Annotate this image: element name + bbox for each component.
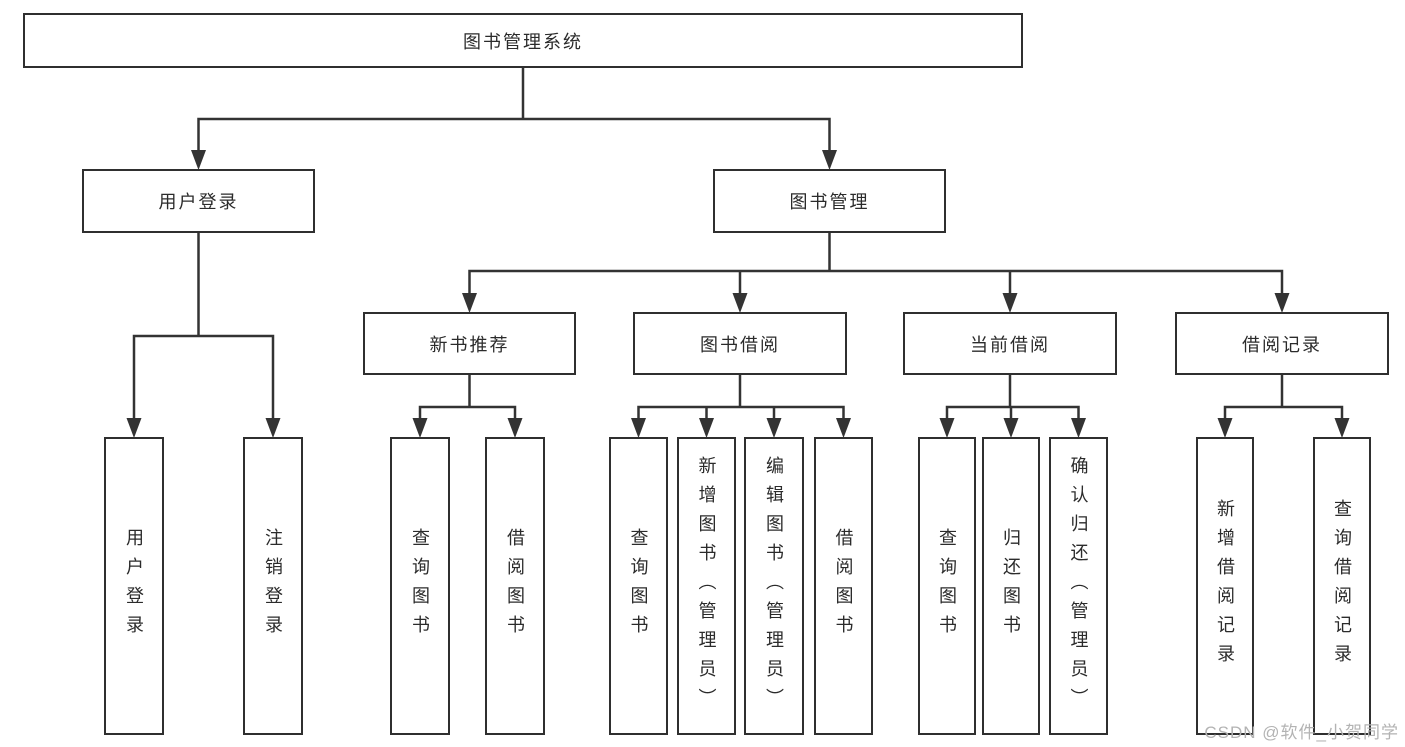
edge-book-borrowing — [631, 371, 851, 438]
arrowhead-book-management — [822, 150, 837, 170]
arrowhead-leaf-add-book — [699, 418, 714, 438]
arrowhead-leaf-return-book — [1003, 418, 1019, 438]
node-label-leaf-add-borrow-record: 新增借阅记录 — [1215, 499, 1235, 673]
arrowhead-user-login — [191, 150, 206, 170]
edge-root — [191, 64, 837, 170]
node-leaf-confirm-return: 确认归还（管理员） — [1049, 437, 1108, 735]
arrowhead-book-borrowing — [732, 293, 748, 313]
node-leaf-logout: 注销登录 — [243, 437, 303, 735]
node-label-leaf-edit-book: 编辑图书（管理员） — [764, 455, 784, 717]
node-label-leaf-add-book: 新增图书（管理员） — [696, 455, 717, 717]
node-leaf-add-borrow-record: 新增借阅记录 — [1196, 437, 1254, 735]
node-label-leaf-borrow-book-1: 借阅图书 — [505, 528, 525, 644]
arrowhead-borrowing-records — [1274, 293, 1290, 313]
node-label-leaf-query-book-2: 查询图书 — [628, 528, 649, 644]
node-user-login: 用户登录 — [82, 169, 315, 233]
arrowhead-leaf-query-book-2 — [631, 418, 646, 438]
edge-current-borrowing — [939, 371, 1086, 438]
node-new-book-recommend: 新书推荐 — [363, 312, 576, 375]
arrowhead-leaf-user-login — [126, 418, 142, 438]
arrowhead-current-borrowing — [1002, 293, 1018, 313]
node-label-leaf-user-login: 用户登录 — [124, 528, 144, 644]
node-leaf-edit-book: 编辑图书（管理员） — [744, 437, 804, 735]
node-leaf-borrow-book-1: 借阅图书 — [485, 437, 545, 735]
arrowhead-new-book-recommend — [462, 293, 477, 313]
node-label-book-borrowing: 图书借阅 — [700, 334, 780, 355]
node-label-borrowing-records: 借阅记录 — [1242, 334, 1322, 355]
node-book-management: 图书管理 — [713, 169, 946, 233]
node-label-leaf-return-book: 归还图书 — [1001, 528, 1021, 644]
watermark: CSDN @软件_小贺同学 — [1204, 723, 1399, 742]
node-label-leaf-logout: 注销登录 — [263, 528, 283, 644]
node-leaf-query-book-3: 查询图书 — [918, 437, 976, 735]
node-label-leaf-query-borrow-record: 查询借阅记录 — [1332, 499, 1352, 673]
edge-book-management — [462, 229, 1290, 313]
node-label-new-book-recommend: 新书推荐 — [429, 334, 510, 355]
arrowhead-leaf-query-book-1 — [412, 418, 428, 438]
node-leaf-query-book-2: 查询图书 — [609, 437, 668, 735]
node-leaf-borrow-book-2: 借阅图书 — [814, 437, 873, 735]
node-leaf-return-book: 归还图书 — [982, 437, 1040, 735]
arrowhead-leaf-logout — [265, 418, 281, 438]
node-label-leaf-confirm-return: 确认归还（管理员） — [1068, 455, 1089, 717]
node-label-user-login: 用户登录 — [158, 192, 239, 212]
node-label-leaf-query-book-1: 查询图书 — [410, 528, 430, 644]
arrowhead-leaf-query-borrow-record — [1334, 418, 1350, 438]
node-label-leaf-query-book-3: 查询图书 — [937, 528, 957, 644]
node-leaf-user-login: 用户登录 — [104, 437, 164, 735]
edge-borrowing-records — [1217, 371, 1350, 438]
arrowhead-leaf-add-borrow-record — [1217, 418, 1233, 438]
arrowhead-leaf-borrow-book-2 — [836, 418, 851, 438]
node-label-root: 图书管理系统 — [463, 31, 583, 52]
edge-new-book-recommend — [412, 371, 523, 438]
node-label-leaf-borrow-book-2: 借阅图书 — [833, 528, 854, 644]
node-leaf-query-borrow-record: 查询借阅记录 — [1313, 437, 1371, 735]
edge-user-login — [126, 229, 281, 438]
node-leaf-query-book-1: 查询图书 — [390, 437, 450, 735]
node-borrowing-records: 借阅记录 — [1175, 312, 1389, 375]
arrowhead-leaf-edit-book — [766, 418, 782, 438]
node-current-borrowing: 当前借阅 — [903, 312, 1117, 375]
node-book-borrowing: 图书借阅 — [633, 312, 847, 375]
arrowhead-leaf-query-book-3 — [939, 418, 955, 438]
arrowhead-leaf-confirm-return — [1071, 418, 1086, 438]
node-label-book-management: 图书管理 — [789, 192, 870, 212]
node-leaf-add-book: 新增图书（管理员） — [677, 437, 736, 735]
arrowhead-leaf-borrow-book-1 — [507, 418, 523, 438]
node-root: 图书管理系统 — [23, 13, 1023, 68]
node-label-current-borrowing: 当前借阅 — [970, 334, 1050, 355]
